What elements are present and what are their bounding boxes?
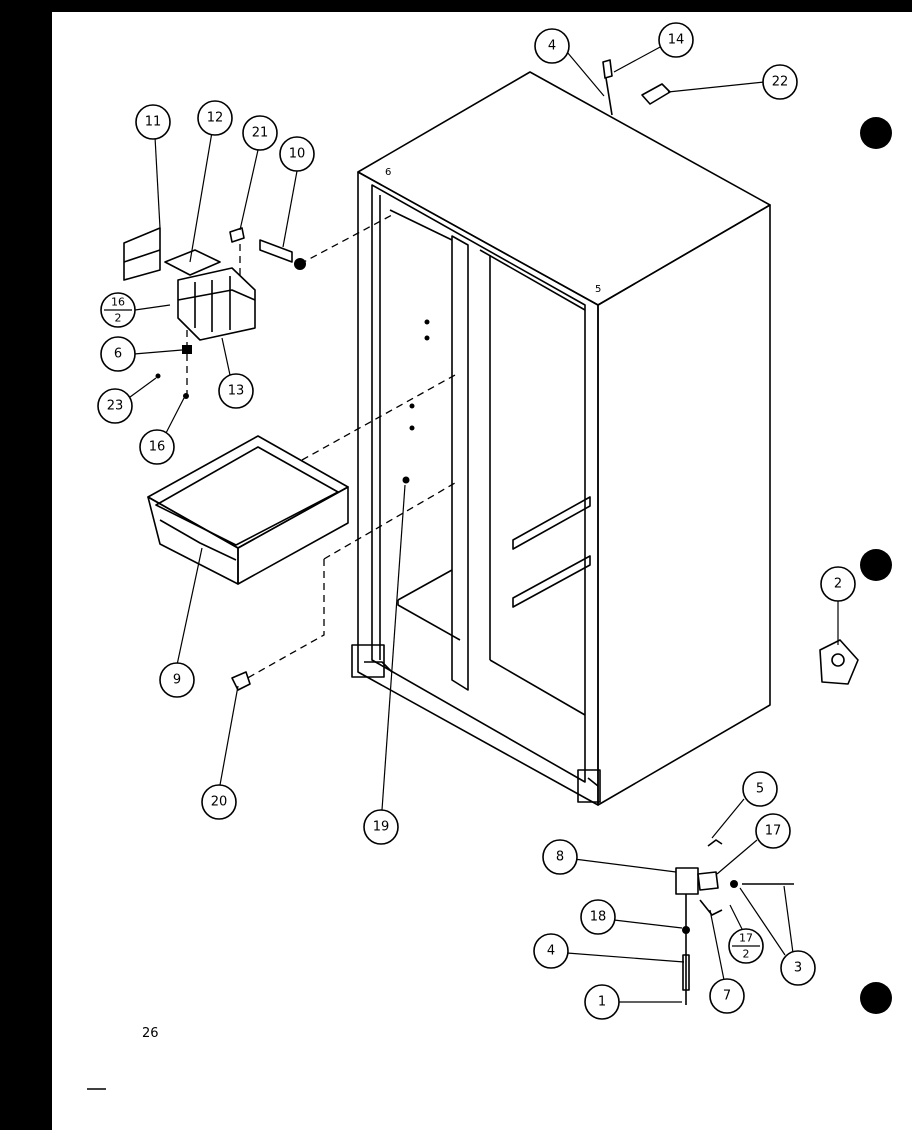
callout-11: 11 <box>135 104 171 140</box>
callout-6: 6 <box>100 336 136 372</box>
callout-12: 12 <box>197 100 233 136</box>
svg-text:2: 2 <box>743 948 750 961</box>
svg-text:9: 9 <box>173 673 181 688</box>
svg-text:17: 17 <box>765 824 782 839</box>
callout-17: 17 <box>755 813 791 849</box>
punch-hole-middle <box>860 549 892 581</box>
ice-maker-assembly <box>123 214 393 399</box>
callout-10: 10 <box>279 136 315 172</box>
svg-text:2: 2 <box>115 312 122 325</box>
svg-text:13: 13 <box>228 384 245 399</box>
callout-3: 3 <box>780 950 816 986</box>
svg-text:21: 21 <box>252 126 269 141</box>
svg-text:23: 23 <box>107 399 124 414</box>
callout-7: 7 <box>709 978 745 1014</box>
diagram-sheet <box>52 12 912 1130</box>
svg-text:10: 10 <box>289 147 306 162</box>
svg-text:11: 11 <box>145 115 162 130</box>
loose-parts <box>231 59 859 691</box>
svg-text:22: 22 <box>772 75 789 90</box>
callout-19: 19 <box>363 809 399 845</box>
callout-2: 2 <box>820 566 856 602</box>
punch-hole-bottom <box>860 982 892 1014</box>
callout-9: 9 <box>159 662 195 698</box>
svg-text:12: 12 <box>207 111 224 126</box>
svg-text:17: 17 <box>739 932 753 945</box>
svg-text:4: 4 <box>548 39 556 54</box>
svg-text:14: 14 <box>668 33 685 48</box>
svg-text:20: 20 <box>211 795 228 810</box>
callout-16: 16 <box>139 429 175 465</box>
svg-text:16: 16 <box>149 440 166 455</box>
svg-text:16: 16 <box>111 296 125 309</box>
svg-text:6: 6 <box>114 347 122 362</box>
leader-lines <box>125 45 839 1003</box>
svg-text:2: 2 <box>834 577 842 592</box>
svg-text:19: 19 <box>373 820 390 835</box>
refrigerator-cabinet: 6 5 <box>351 71 771 806</box>
svg-text:8: 8 <box>556 850 564 865</box>
ice-storage-bin <box>147 374 456 681</box>
callout-21: 21 <box>242 115 278 151</box>
svg-text:7: 7 <box>723 989 731 1004</box>
svg-text:5: 5 <box>756 782 764 797</box>
callout-13: 13 <box>218 373 254 409</box>
svg-text:18: 18 <box>590 910 607 925</box>
svg-text:4: 4 <box>547 944 555 959</box>
callout-16-over-2: 16 2 <box>100 292 136 328</box>
callout-14: 14 <box>658 22 694 58</box>
callout-17-over-2: 17 2 <box>728 928 764 964</box>
water-valve-assembly <box>675 839 794 1005</box>
callout-8: 8 <box>542 839 578 875</box>
punch-hole-top <box>860 117 892 149</box>
callout-23: 23 <box>97 388 133 424</box>
callout-4-top: 4 <box>534 28 570 64</box>
svg-text:6: 6 <box>385 167 391 178</box>
callout-1: 1 <box>584 984 620 1020</box>
page-number: 26 <box>142 1026 159 1041</box>
svg-text:1: 1 <box>598 995 606 1010</box>
callout-4-bottom: 4 <box>533 933 569 969</box>
callout-20: 20 <box>201 784 237 820</box>
callout-5: 5 <box>742 771 778 807</box>
svg-text:3: 3 <box>794 961 802 976</box>
callout-22: 22 <box>762 64 798 100</box>
callout-18: 18 <box>580 899 616 935</box>
svg-text:5: 5 <box>595 284 601 295</box>
